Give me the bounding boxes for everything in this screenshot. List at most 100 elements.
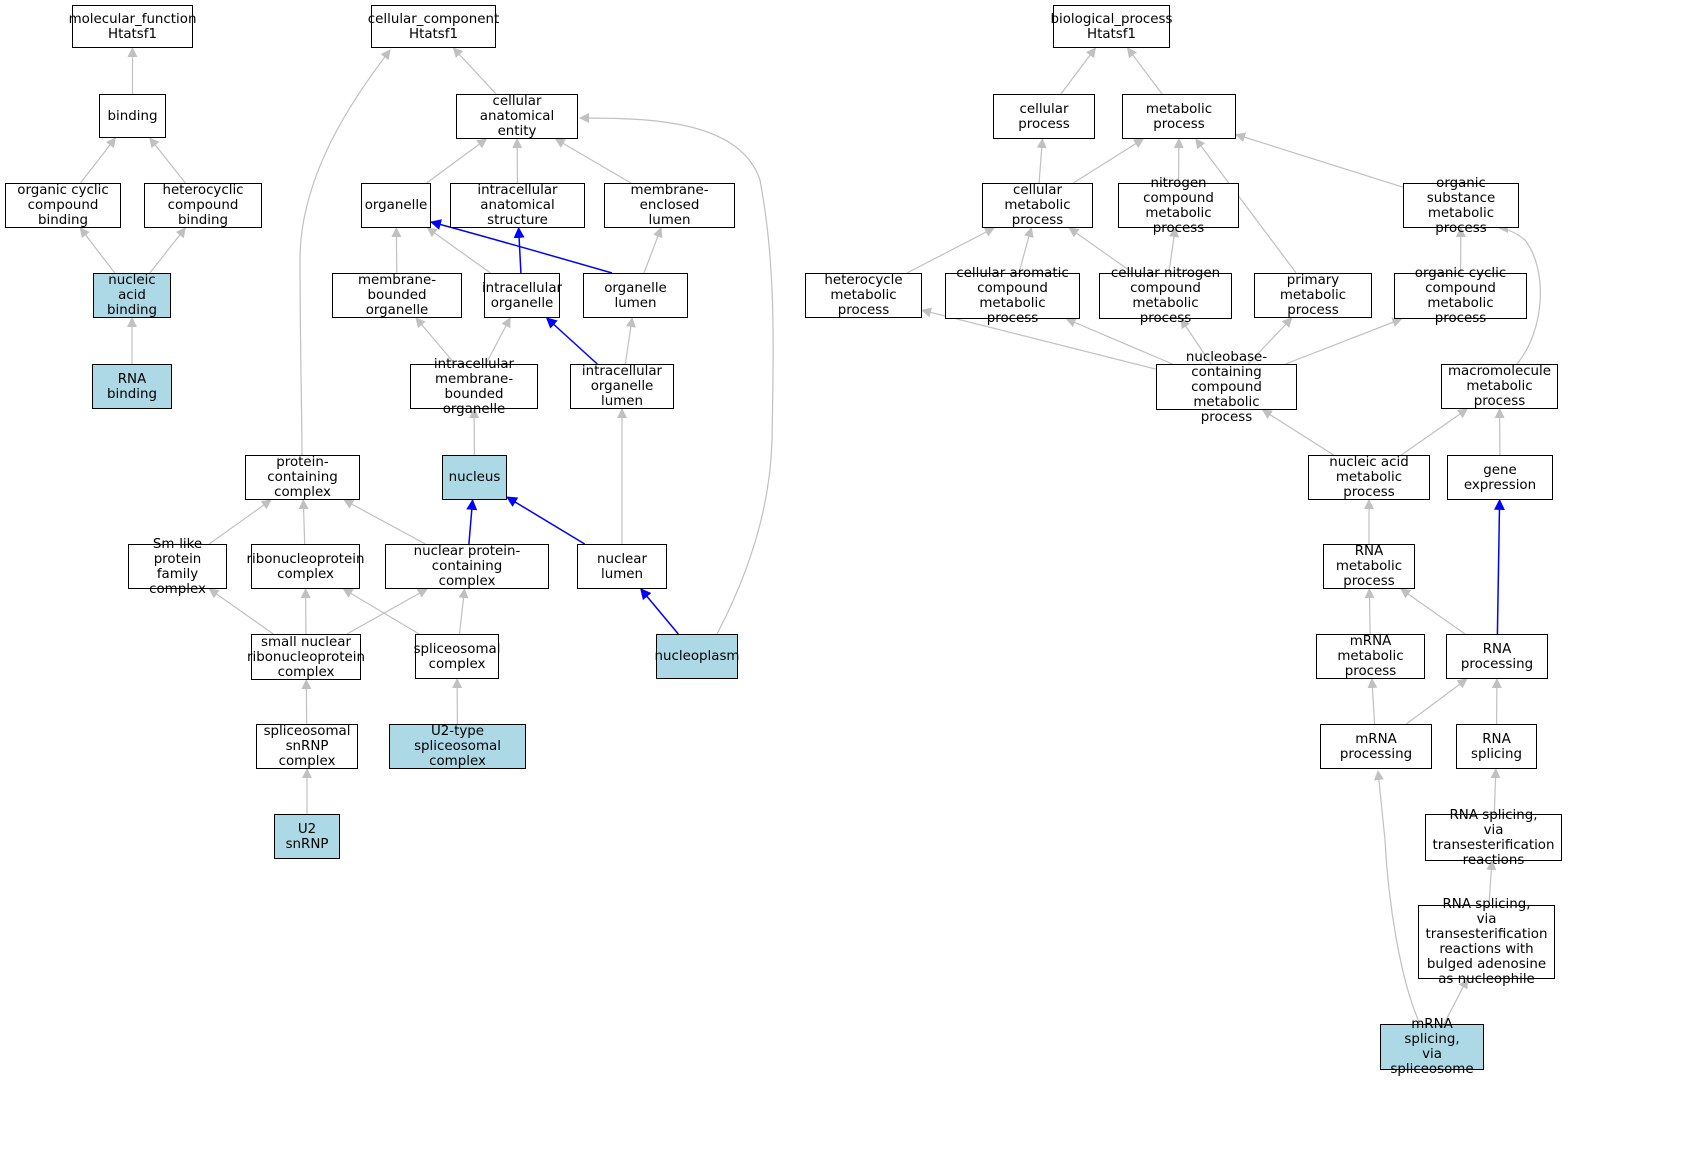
edge-nbcmp-to-cncmp xyxy=(1180,318,1212,365)
edge-nlumen-to-nucleus xyxy=(506,496,586,545)
edge-mrsvs-to-mrproc xyxy=(1373,770,1421,1025)
edge-rsvtb-to-rsvt xyxy=(1486,860,1497,906)
edge-iol-to-io xyxy=(545,317,598,365)
go-term-node-nucleus[interactable]: nucleus xyxy=(442,455,507,500)
edge-rproc-to-rmp xyxy=(1400,588,1466,635)
go-term-node-rsvtb[interactable]: RNA splicing, via transesterification re… xyxy=(1418,897,1555,987)
edge-imbo-to-io xyxy=(485,317,511,365)
go-term-node-ias[interactable]: intracellular anatomical structure xyxy=(450,183,585,228)
go-term-node-ol[interactable]: organelle lumen xyxy=(583,273,688,318)
edge-smlike-to-pcc xyxy=(208,499,272,545)
go-term-node-spliceo[interactable]: spliceosomal complex xyxy=(414,634,500,679)
edge-namp-to-mmp xyxy=(1400,408,1469,456)
edge-mrproc-to-mrmp xyxy=(1367,678,1378,725)
edge-cncmp-to-cmp xyxy=(1068,227,1134,274)
go-term-node-rnab[interactable]: RNA binding xyxy=(92,364,172,409)
go-term-node-cmp[interactable]: cellular metabolic process xyxy=(982,183,1093,228)
edge-rsvt-to-rsplice xyxy=(1490,768,1501,815)
go-term-node-mrsvs[interactable]: mRNA splicing, via spliceosome xyxy=(1380,1017,1484,1077)
go-term-node-nbcmp[interactable]: nucleobase-containing compound metabolic… xyxy=(1156,350,1297,425)
edge-cmp-to-cp xyxy=(1036,138,1047,184)
edge-nbcmp-to-pmp xyxy=(1247,317,1293,365)
edge-cp-to-bp xyxy=(1060,47,1096,95)
edge-hmp-to-cmp xyxy=(906,227,995,274)
edge-iol-to-ol xyxy=(624,317,636,365)
edge-snrnp-to-smlike xyxy=(208,588,274,635)
go-term-node-u2type[interactable]: U2-type spliceosomal complex xyxy=(389,724,526,769)
go-term-node-rsplice[interactable]: RNA splicing xyxy=(1456,724,1537,769)
go-term-node-organelle[interactable]: organelle xyxy=(361,183,431,228)
edge-cncmp-to-ncmp xyxy=(1168,227,1179,274)
edge-pmp-to-mp xyxy=(1195,138,1297,274)
edge-nucleoplasm-to-nlumen xyxy=(640,588,679,635)
edge-cacmp-to-cmp xyxy=(1018,227,1034,274)
go-term-node-mf[interactable]: molecular_function Htatsf1 xyxy=(69,5,196,48)
edge-pcc-to-cc xyxy=(299,49,391,456)
go-term-node-rproc[interactable]: RNA processing xyxy=(1446,634,1548,679)
go-term-node-nab[interactable]: nucleic acid binding xyxy=(93,273,171,318)
go-term-node-bp[interactable]: biological_process Htatsf1 xyxy=(1051,5,1173,48)
edge-rnp-to-pcc xyxy=(298,499,309,545)
go-term-node-mel[interactable]: membrane-enclosed lumen xyxy=(604,183,735,228)
go-term-node-ge[interactable]: gene expression xyxy=(1447,455,1553,500)
go-term-node-osmp[interactable]: organic substance metabolic process xyxy=(1403,176,1519,236)
edge-snrnp-to-npcc xyxy=(346,588,428,635)
edge-nucleoplasm-to-cae xyxy=(579,113,774,635)
edge-organelle-to-cae xyxy=(426,138,488,184)
go-term-node-mrmp[interactable]: mRNA metabolic process xyxy=(1316,634,1425,679)
edge-io-to-ias xyxy=(513,226,525,274)
edge-npcc-to-nucleus xyxy=(466,498,478,545)
go-term-node-rsvt[interactable]: RNA splicing, via transesterification re… xyxy=(1425,808,1562,868)
go-term-node-mbo[interactable]: membrane-bounded organelle xyxy=(332,273,462,318)
go-term-node-rnp[interactable]: ribonucleoprotein complex xyxy=(247,544,365,589)
go-term-node-namp[interactable]: nucleic acid metabolic process xyxy=(1308,455,1430,500)
go-term-node-snrnp[interactable]: small nuclear ribonucleoprotein complex xyxy=(247,634,366,680)
go-term-node-occmp[interactable]: organic cyclic compound metabolic proces… xyxy=(1394,266,1527,326)
edge-nab-to-ocb xyxy=(79,227,116,274)
edge-mmp-to-osmp xyxy=(1498,223,1541,365)
edge-ol-to-mel xyxy=(643,227,663,274)
go-term-node-cc[interactable]: cellular_component Htatsf1 xyxy=(368,5,499,48)
go-term-node-cacmp[interactable]: cellular aromatic compound metabolic pro… xyxy=(945,266,1080,326)
go-term-node-binding[interactable]: binding xyxy=(99,94,166,138)
go-term-node-nlumen[interactable]: nuclear lumen xyxy=(577,544,667,589)
edge-mbo-to-organelle xyxy=(391,227,402,274)
edge-cmp-to-mp xyxy=(1072,138,1145,184)
go-term-node-ssnrnp[interactable]: spliceosomal snRNP complex xyxy=(256,724,358,769)
go-term-node-mmp[interactable]: macromolecule metabolic process xyxy=(1441,364,1558,409)
edge-nab-to-hcb xyxy=(149,227,186,274)
go-term-node-hmp[interactable]: heterocycle metabolic process xyxy=(805,273,922,318)
edge-mrsvs-to-rsvtb xyxy=(1443,978,1468,1025)
go-term-node-mrproc[interactable]: mRNA processing xyxy=(1320,724,1432,769)
go-term-node-pcc[interactable]: protein-containing complex xyxy=(245,455,360,500)
edge-mel-to-cae xyxy=(554,138,632,184)
go-term-node-rmp[interactable]: RNA metabolic process xyxy=(1323,544,1415,589)
go-term-node-ncmp[interactable]: nitrogen compound metabolic process xyxy=(1118,176,1239,236)
edge-nbcmp-to-cacmp xyxy=(1065,317,1173,365)
edge-osmp-to-mp xyxy=(1235,132,1404,188)
edge-mrproc-to-rproc xyxy=(1405,678,1468,725)
go-term-node-u2[interactable]: U2 snRNP xyxy=(274,814,340,859)
edge-npcc-to-pcc xyxy=(343,499,426,545)
edge-spliceo-to-npcc xyxy=(458,588,469,635)
edge-namp-to-nbcmp xyxy=(1261,409,1334,456)
go-term-node-imbo[interactable]: intracellular membrane-bounded organelle xyxy=(410,357,538,417)
go-term-node-io[interactable]: intracellular organelle xyxy=(482,273,562,318)
edge-mrmp-to-rmp xyxy=(1364,588,1375,635)
go-term-node-cncmp[interactable]: cellular nitrogen compound metabolic pro… xyxy=(1099,266,1232,326)
go-term-node-hcb[interactable]: heterocyclic compound binding xyxy=(144,183,262,228)
go-term-node-ocb[interactable]: organic cyclic compound binding xyxy=(5,183,121,228)
go-term-node-smlike[interactable]: Sm-like protein family complex xyxy=(128,537,227,597)
go-term-node-npcc[interactable]: nuclear protein-containing complex xyxy=(385,544,549,589)
edge-rproc-to-ge xyxy=(1493,498,1505,635)
edge-ocb-to-binding xyxy=(80,137,117,184)
go-term-node-iol[interactable]: intracellular organelle lumen xyxy=(570,364,674,409)
go-term-node-pmp[interactable]: primary metabolic process xyxy=(1254,273,1372,318)
go-term-node-cae[interactable]: cellular anatomical entity xyxy=(456,94,578,139)
go-term-node-cp[interactable]: cellular process xyxy=(993,94,1095,139)
go-term-node-nucleoplasm[interactable]: nucleoplasm xyxy=(655,634,739,679)
go-term-node-mp[interactable]: metabolic process xyxy=(1122,94,1236,139)
edge-hcb-to-binding xyxy=(149,137,186,184)
